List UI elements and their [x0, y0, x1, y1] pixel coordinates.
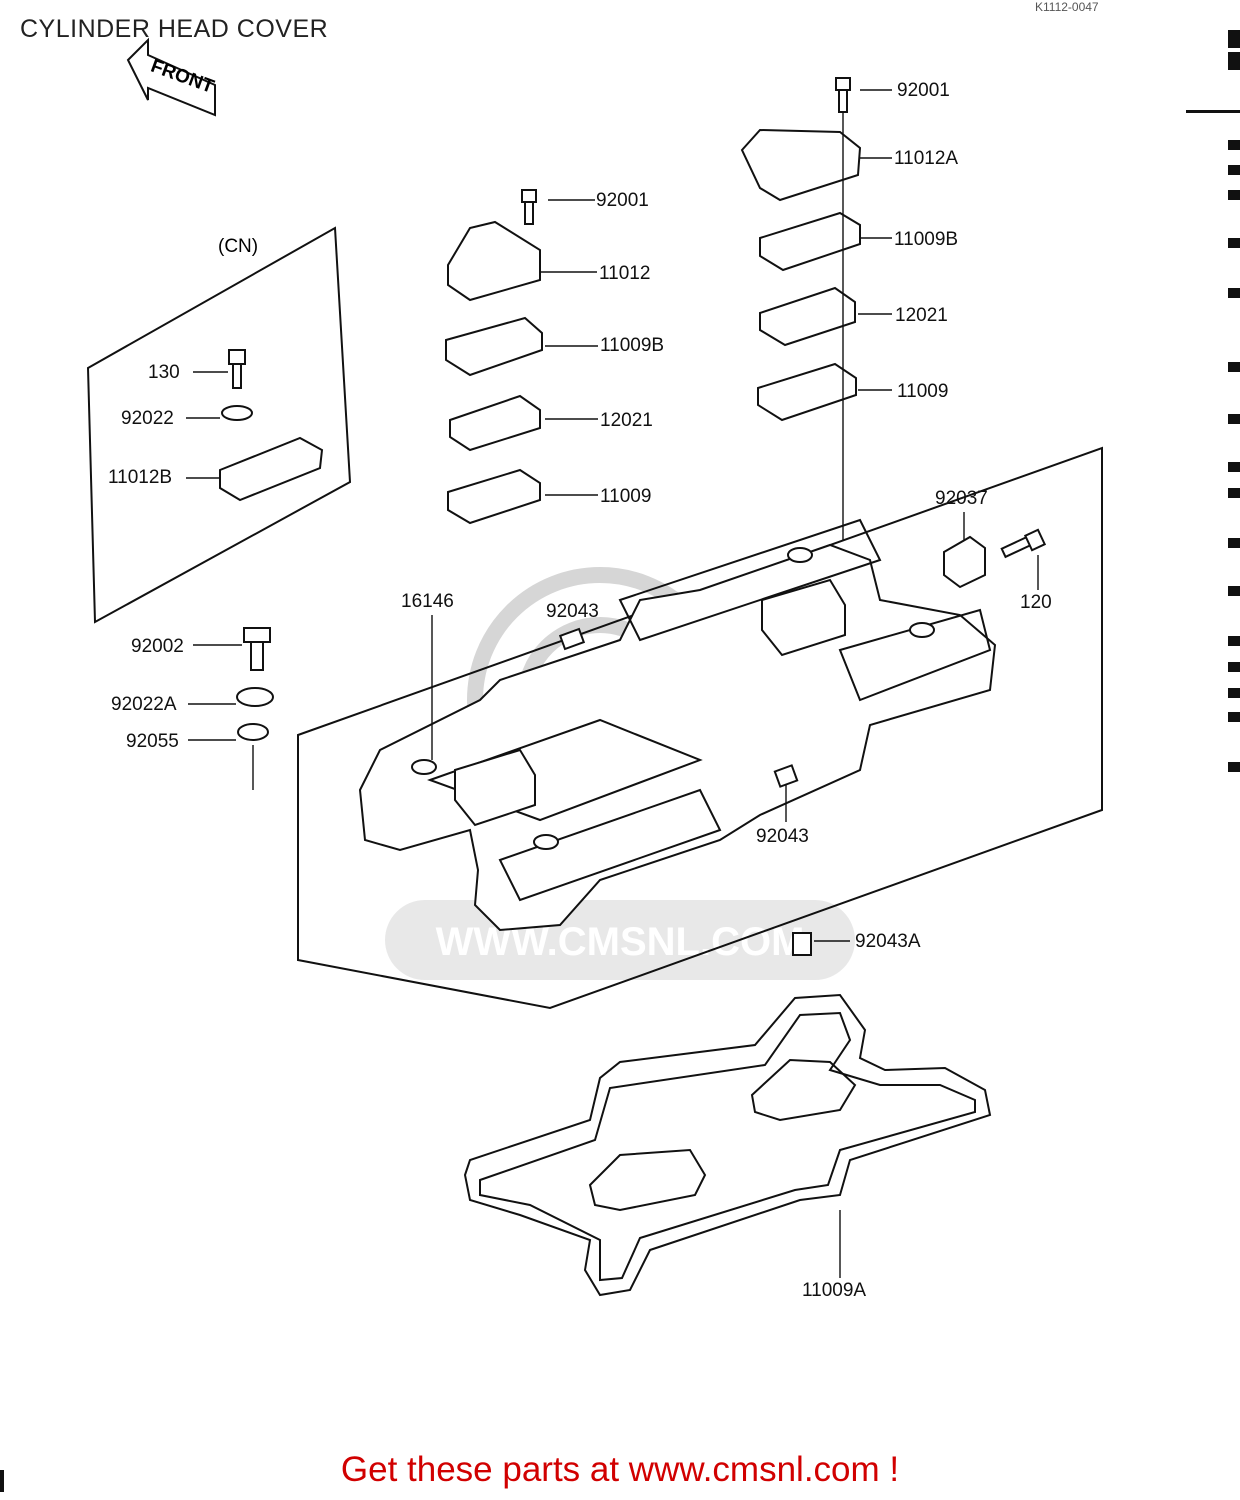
- callout-92043A: 92043A: [855, 931, 921, 952]
- callout-12021-right: 12021: [895, 305, 948, 326]
- callout-92037: 92037: [935, 488, 988, 509]
- breather-stack-left: [445, 189, 598, 525]
- callout-11009B-left: 11009B: [600, 335, 665, 356]
- breather-stack-right: [740, 77, 892, 540]
- clamp-92037-icon: [943, 535, 986, 589]
- diagram-title: CYLINDER HEAD COVER: [20, 15, 329, 43]
- bolt-92002-icon: [243, 627, 271, 671]
- dowel-92043-top-icon: [558, 627, 586, 651]
- washer-92022-icon: [221, 405, 253, 421]
- callout-11009B-right: 11009B: [894, 229, 959, 250]
- callout-16146: 16146: [401, 591, 454, 612]
- callout-92043-bottom: 92043: [756, 826, 809, 847]
- callout-92001-top: 92001: [897, 80, 950, 101]
- washer-92055-icon: [237, 723, 269, 741]
- callout-11012: 11012: [599, 263, 651, 284]
- callout-12021-left: 12021: [600, 410, 653, 431]
- footer-promo-text: Get these parts at www.cmsnl.com !: [340, 1450, 900, 1489]
- callout-11009-left: 11009: [600, 486, 652, 507]
- left-edge-mark: [0, 1470, 4, 1492]
- gasket-11009A-icon: [463, 993, 992, 1297]
- callout-11012A: 11012A: [894, 148, 959, 169]
- callout-130: 130: [148, 362, 180, 383]
- bolt-130-icon: [228, 349, 246, 389]
- dowel-92043-bottom-icon: [773, 764, 799, 788]
- washer-92022A-icon: [236, 687, 274, 707]
- callout-92043-top: 92043: [546, 601, 599, 622]
- cn-label: (CN): [218, 236, 258, 257]
- callout-11009-right: 11009: [897, 381, 949, 402]
- watermark-text: WWW.CMSNL.COM: [436, 920, 805, 964]
- callout-120: 120: [1020, 592, 1052, 613]
- dowel-92043A-icon: [792, 932, 812, 956]
- callout-11012B: 11012B: [108, 467, 173, 488]
- callout-92001-mid: 92001: [596, 190, 649, 211]
- diagram-reference-code: K1112-0047: [1035, 0, 1099, 14]
- callout-92002: 92002: [131, 636, 184, 657]
- callout-92055: 92055: [126, 731, 179, 752]
- front-arrow-icon: FRONT: [126, 37, 217, 117]
- bolt-120-icon: [1000, 528, 1047, 559]
- main-cover-box: [297, 446, 1103, 1010]
- cylinder-head-cover-16146-icon: [358, 518, 997, 932]
- cn-variant-box: [86, 226, 352, 624]
- callout-92022: 92022: [121, 408, 174, 429]
- cap-plate-11012B-icon: [219, 436, 324, 502]
- callout-11009A: 11009A: [802, 1280, 867, 1301]
- callout-92022A: 92022A: [111, 694, 177, 715]
